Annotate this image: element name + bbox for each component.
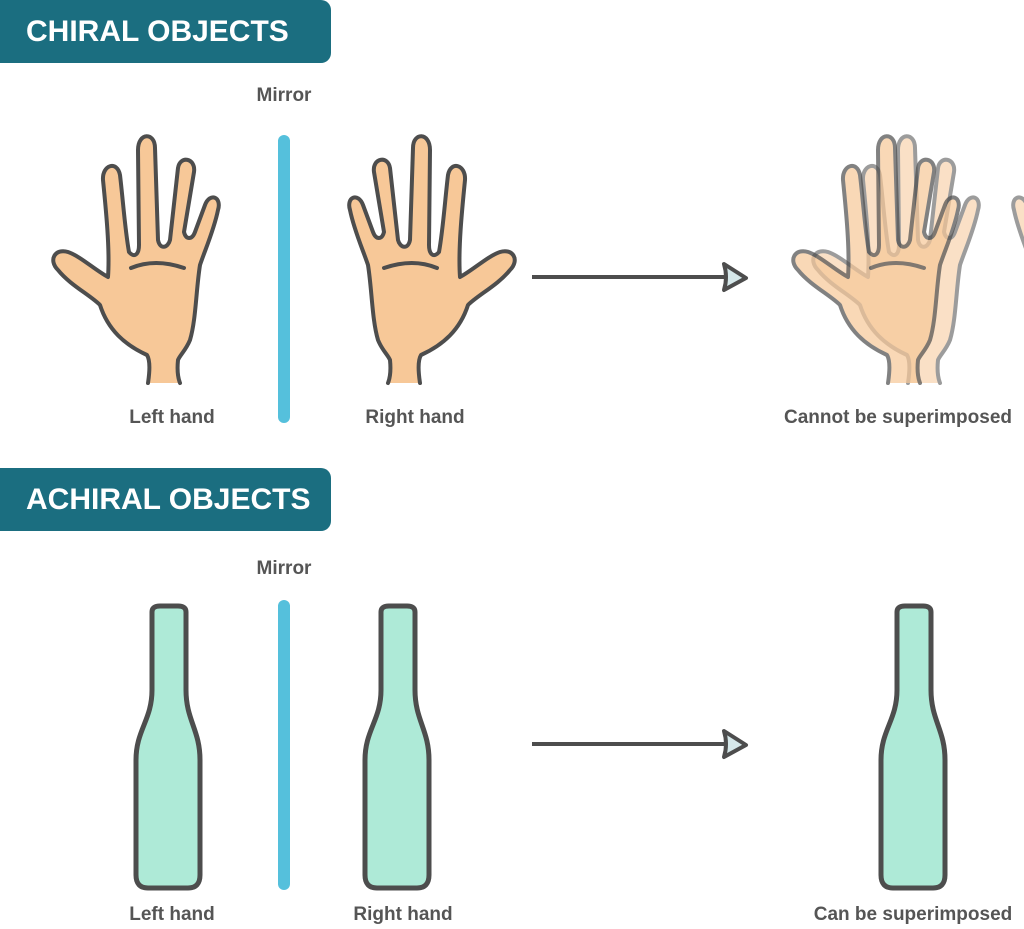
section-title-achiral: ACHIRAL OBJECTS xyxy=(0,468,331,531)
mirror-label: Mirror xyxy=(256,85,312,106)
right-hand-icon xyxy=(347,134,517,385)
superimposed-hands-icon xyxy=(791,134,1024,385)
left-hand-label: Left hand xyxy=(129,407,215,428)
mirror-label: Mirror xyxy=(256,558,312,579)
left-hand-icon xyxy=(51,134,221,385)
arrow-icon xyxy=(532,262,748,292)
right-bottle-icon xyxy=(365,606,429,888)
right-hand-label: Right hand xyxy=(365,407,465,428)
right-hand-label: Right hand xyxy=(353,904,453,925)
arrow-icon xyxy=(532,729,748,759)
mirror-line xyxy=(278,135,290,423)
mirror-line xyxy=(278,600,290,890)
result-label: Can be superimposed xyxy=(813,904,1013,925)
left-bottle-icon xyxy=(136,606,200,888)
left-hand-label: Left hand xyxy=(129,904,215,925)
superimposed-bottle-icon xyxy=(881,606,945,888)
section-title-chiral: CHIRAL OBJECTS xyxy=(0,0,331,63)
result-label: Cannot be superimposed xyxy=(783,407,1013,428)
